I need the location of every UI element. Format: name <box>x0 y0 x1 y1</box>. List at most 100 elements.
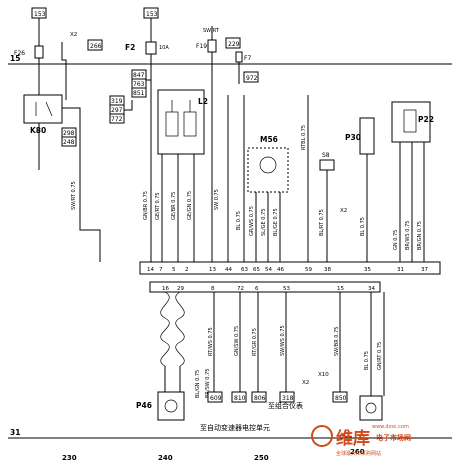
wire-label-brgn: BR/GN 0.75 <box>417 221 423 250</box>
ref-609-box <box>207 391 223 403</box>
ecu-pin-bottom: 72 <box>237 286 244 292</box>
ref-319-label: 319 <box>111 98 123 105</box>
lower-right-sensor <box>359 395 383 421</box>
ecu-pin-top: 63 <box>241 267 248 273</box>
sensor-p30 <box>359 117 375 155</box>
ecu-pin-bottom: 53 <box>283 286 290 292</box>
ecu-pin-top: 35 <box>364 267 371 273</box>
sensor-p30-label: P30 <box>345 133 361 142</box>
ref-847-label: 847 <box>133 72 145 79</box>
relay-k80 <box>23 94 63 124</box>
wire-label-blge: BL/GE 0.75 <box>273 208 279 236</box>
watermark-logo-icon <box>311 425 333 447</box>
watermark: 维库 电子市场网 全球最大IC采购网站 www.dzsc.com <box>311 424 411 457</box>
x2-mid-label: X2 <box>340 208 347 214</box>
sensor-p22 <box>391 101 431 143</box>
ecu-pin-bottom: 29 <box>177 286 184 292</box>
ecu-pin-bottom: 6 <box>255 286 259 292</box>
wire-label-gnsw: GN/SW 0.75 <box>234 326 240 356</box>
wire-label-gn: GN 0.75 <box>393 230 399 250</box>
rail-31-label: 31 <box>10 428 20 437</box>
wire-label-bl6: BL 0.75 <box>364 351 370 370</box>
watermark-brand: 维库 <box>336 428 370 449</box>
ref-248-label: 248 <box>63 139 75 146</box>
ref-850-box <box>332 391 348 403</box>
ref-850-label: 850 <box>335 395 347 402</box>
ref-297-label: 297 <box>111 107 123 114</box>
ecu-pin-top: 44 <box>225 267 232 273</box>
wire-label-gnrt: GN/RT 0.75 <box>377 342 383 370</box>
wire-label-swws: SW/WS 0.75 <box>280 325 286 356</box>
ref-772-label: 772 <box>111 116 123 123</box>
ref-763-label: 763 <box>133 81 145 88</box>
ref-266-label: 266 <box>90 43 102 50</box>
ref-972-label: 972 <box>246 75 258 82</box>
ecu-pin-top: 38 <box>324 267 331 273</box>
ecu-pin-top: 65 <box>253 267 260 273</box>
wire-label-bl: BL 0.75 <box>236 211 242 230</box>
ecu-pin-top: 14 <box>147 267 154 273</box>
f19-sw-rt: SW/RT <box>203 28 220 34</box>
ecu-pin-top: 59 <box>305 267 312 273</box>
switch-s8-box <box>319 159 335 171</box>
m56-motor <box>259 156 277 174</box>
ecu-pin-bottom: 34 <box>368 286 375 292</box>
ecu-pin-top: 5 <box>172 267 176 273</box>
module-m56-label: M56 <box>260 135 278 144</box>
wire-label-rtbl: RTBL 0.75 <box>301 125 307 150</box>
twisted-pair-a <box>160 291 170 367</box>
wire-label-blgn: BL/GN 0.75 <box>195 370 201 398</box>
axis-tick-240: 240 <box>158 454 173 462</box>
ecu-pin-bottom: 15 <box>337 286 344 292</box>
switch-s8-label: S8 <box>322 152 330 159</box>
wire-label-gnbr: GN/BR 0.75 <box>143 191 149 220</box>
ref-248-box <box>61 136 77 147</box>
p46-element <box>164 399 178 413</box>
p22-element <box>403 109 417 133</box>
ref-318-label: 318 <box>282 395 294 402</box>
fuse-f7 <box>235 51 243 63</box>
sensor-p22-label: P22 <box>418 115 434 124</box>
ref-851-box <box>131 87 147 98</box>
lower-right-sensor-element <box>365 402 377 414</box>
ref-810-label: 810 <box>234 395 246 402</box>
fuse-f2-label: F2 <box>125 43 135 52</box>
axis-tick-230: 230 <box>62 454 77 462</box>
wire-label-blrt: BL/RT 0.75 <box>319 209 325 236</box>
twisted-pair-b <box>175 291 185 367</box>
fuse-f19-label: F19 <box>196 43 207 50</box>
wire-label-gegn: GE/GN 0.75 <box>187 191 193 220</box>
p46-lead-a <box>164 366 172 393</box>
wire-label-slge: SL/GE 0.75 <box>261 209 267 236</box>
ref-609-label: 609 <box>210 395 222 402</box>
rail-15-label: 15 <box>10 54 20 63</box>
wire-label-brws: BR/WS 0.75 <box>405 221 411 250</box>
wire-label-swrt: SW/RT 0.75 <box>71 181 77 210</box>
watermark-sub2: 全球最大IC采购网站 <box>336 450 381 457</box>
ref-806-box <box>251 391 267 403</box>
watermark-url: www.dzsc.com <box>372 424 409 430</box>
ref-318-box <box>279 391 295 403</box>
k80-right-wire <box>62 107 101 262</box>
wire-label-bl5: BL 0.75 <box>360 217 366 236</box>
ecu-pin-top: 7 <box>159 267 163 273</box>
ref-229-box <box>225 37 241 49</box>
sensor-p46-label: P46 <box>136 401 152 410</box>
ecu-pin-bottom: 16 <box>162 286 169 292</box>
fuse-f2 <box>145 41 157 55</box>
ecu-pin-top: 37 <box>421 267 428 273</box>
ecu-pin-top: 31 <box>397 267 404 273</box>
feed-left-label: 153 <box>34 11 46 18</box>
ref-810-box <box>231 391 247 403</box>
wire-label-rtws: RT/WS 0.75 <box>208 327 214 356</box>
ref-851-label: 851 <box>133 90 145 97</box>
module-l2-label: L2 <box>198 97 208 106</box>
x2-bottom-label: X2 <box>302 380 309 386</box>
ecu-connector-top <box>139 261 441 275</box>
sensor-p46 <box>157 391 185 421</box>
wire-label-gebr: GE/BR 0.75 <box>171 192 177 220</box>
wire-label-rtgr: RT/GR 0.75 <box>252 328 258 356</box>
